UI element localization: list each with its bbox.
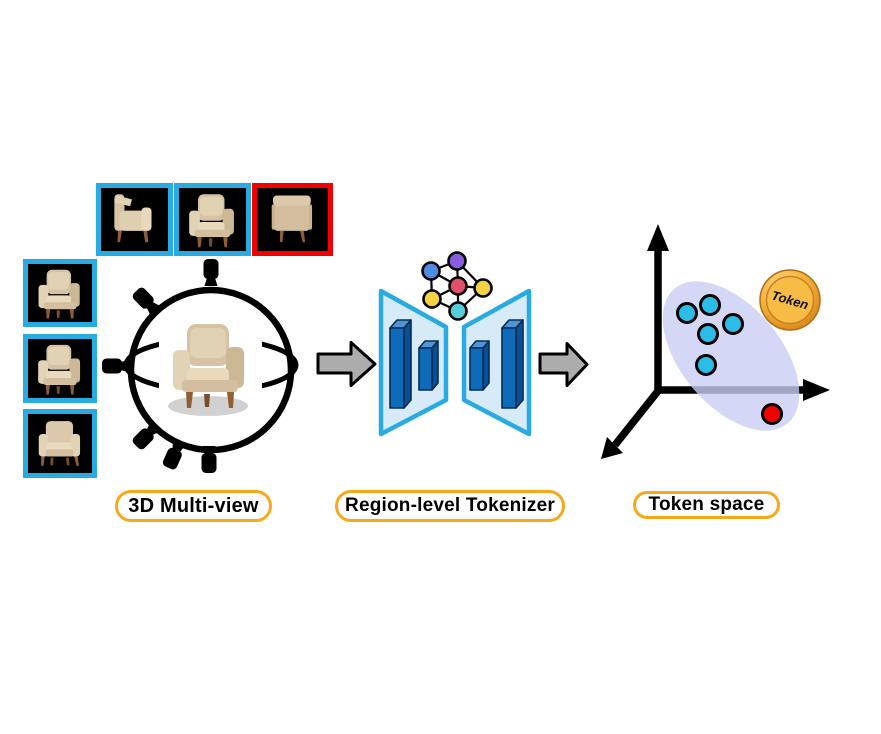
outlier-point <box>761 403 783 425</box>
center-object-image <box>159 320 262 418</box>
view-thumbnail-left-2 <box>23 334 97 403</box>
feature-bar <box>469 340 490 391</box>
token-cluster-ellipse <box>662 281 800 431</box>
flow-arrow-icon <box>316 341 377 387</box>
axis-z-arrowhead-icon <box>601 437 623 459</box>
chair-three-quarter-image <box>28 264 92 322</box>
view-thumbnail-top-1 <box>96 183 173 256</box>
graph-node-red <box>448 276 468 296</box>
view-thumbnail-top-3-highlighted <box>252 183 333 256</box>
flow-arrow-icon <box>538 342 589 387</box>
token-point <box>722 313 744 335</box>
neural-network-icon <box>421 251 493 321</box>
multiview-stage <box>102 259 299 473</box>
graph-node-purple <box>447 251 467 271</box>
camera-icon <box>201 446 217 473</box>
token-point <box>695 354 717 376</box>
camera-icon <box>161 440 187 471</box>
feature-bar <box>418 340 439 391</box>
camera-icon <box>102 358 129 374</box>
stage-label-multiview: 3D Multi-view <box>115 490 272 522</box>
axis-x-arrowhead-icon <box>803 379 830 401</box>
chair-side-image <box>101 188 168 251</box>
view-thumbnail-left-1 <box>23 259 97 327</box>
graph-node-cyan <box>448 301 468 321</box>
token-point <box>699 294 721 316</box>
chair-back-image <box>257 188 328 251</box>
token-space-stage: Token <box>601 224 830 459</box>
token-coin: Token <box>759 269 821 331</box>
view-thumbnail-left-3 <box>23 409 97 478</box>
feature-bar <box>501 319 524 409</box>
token-point <box>697 323 719 345</box>
feature-bar <box>389 319 412 409</box>
stage-label-tokenizer: Region-level Tokenizer <box>335 490 565 522</box>
graph-node-yellow <box>422 289 442 309</box>
chair-front-image <box>28 414 92 473</box>
view-thumbnail-top-2 <box>174 183 251 256</box>
tokenizer-stage <box>378 251 532 437</box>
camera-icon <box>203 259 219 286</box>
chair-three-quarter-image <box>179 188 246 251</box>
graph-node-yellow <box>473 278 493 298</box>
graph-node-blue <box>421 261 441 281</box>
stage-label-tokenspace: Token space <box>633 491 780 519</box>
axis-y-arrowhead-icon <box>647 224 669 251</box>
token-point <box>676 302 698 324</box>
axis-z <box>612 388 661 448</box>
chair-three-quarter-image <box>28 339 92 398</box>
